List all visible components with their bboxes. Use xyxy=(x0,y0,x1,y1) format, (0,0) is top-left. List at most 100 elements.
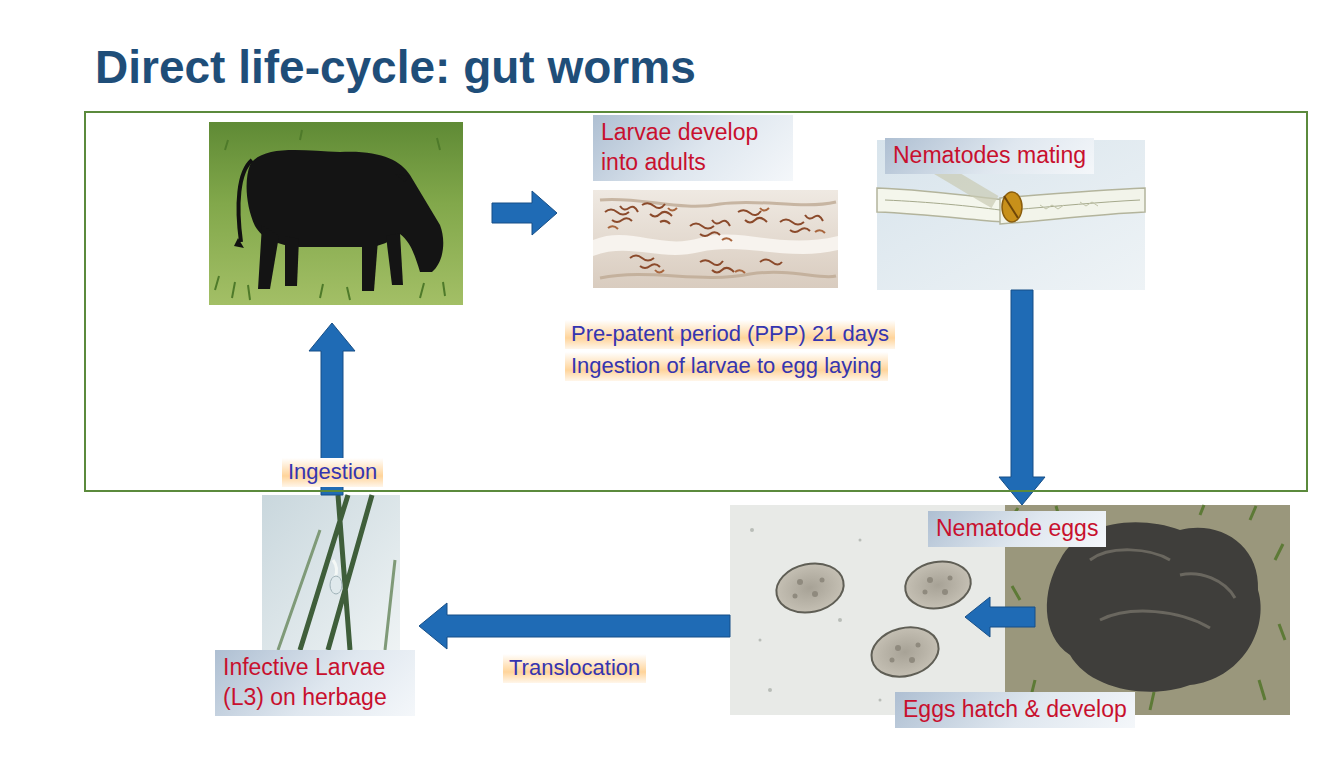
gut-worms-photo xyxy=(760,208,769,211)
gut-worms-photo xyxy=(700,260,723,265)
gut-worms-photo xyxy=(608,208,825,273)
eggs-micrograph xyxy=(895,645,901,651)
gut-worms-photo xyxy=(605,203,823,272)
gut-worms-photo xyxy=(805,215,823,221)
gut-worms-photo xyxy=(650,212,672,217)
eggs-micrograph xyxy=(812,591,818,597)
edge-label: Ingestion xyxy=(282,458,383,487)
gut-worms-photo xyxy=(722,238,732,241)
eggs-micrograph xyxy=(879,699,882,702)
gut-worms-photo xyxy=(790,228,810,232)
gut-worms-photo xyxy=(612,218,632,222)
gut-worms-photo xyxy=(735,270,745,273)
dung-to-eggs-arrow xyxy=(965,597,1035,637)
gut-worms-photo xyxy=(690,224,714,229)
mating-worms-photo xyxy=(1002,192,1022,222)
cow-photo xyxy=(215,130,445,300)
cow-photo xyxy=(247,150,444,272)
cow-photo xyxy=(234,238,244,248)
larvae-on-grass-photo xyxy=(300,495,372,650)
period-note: Pre-patent period (PPP) 21 days xyxy=(565,320,895,349)
stage-box: Infective Larvae (L3) on herbage xyxy=(215,495,419,722)
cow-photo xyxy=(362,240,378,291)
larvae-on-grass-photo xyxy=(330,576,342,594)
period-note: Ingestion of larvae to egg laying xyxy=(565,352,888,381)
larvae-on-grass-photo xyxy=(262,495,400,650)
gut-worms-photo xyxy=(712,268,734,273)
cow-photo xyxy=(386,233,403,285)
eggs-micrograph xyxy=(909,657,915,663)
gut-worms-photo xyxy=(712,220,730,226)
gut-worms-photo xyxy=(760,260,782,265)
eggs-micrograph xyxy=(750,528,992,702)
stage-label: Nematode eggs xyxy=(928,511,1106,547)
stage-box: Larvae develop into adults xyxy=(593,115,838,288)
eggs-micrograph xyxy=(923,590,928,595)
gut-worms-photo xyxy=(593,190,838,288)
gut-worms-photo xyxy=(700,232,720,236)
gut-worms-photo xyxy=(640,264,660,268)
eggs-micrograph xyxy=(948,576,953,581)
gut-worms-photo xyxy=(620,206,638,212)
cow-photo xyxy=(395,174,409,182)
eggs-micrograph xyxy=(793,594,798,599)
larvae-on-grass-photo xyxy=(278,530,395,650)
eggs-micrograph xyxy=(750,528,754,532)
eggs-micrograph xyxy=(902,557,975,614)
eggs-micrograph xyxy=(927,577,933,583)
eggs-micrograph xyxy=(866,620,944,683)
eggs-micrograph xyxy=(759,639,762,642)
cycle-arrow xyxy=(999,290,1045,505)
stage-box: Nematodes mating xyxy=(877,138,1145,290)
eggs-micrograph xyxy=(916,643,921,648)
gut-worms-photo xyxy=(608,226,618,229)
cow-photo xyxy=(258,225,279,289)
eggs-micrograph xyxy=(942,589,948,595)
eggs-micrograph xyxy=(772,557,975,684)
gut-worms-photo xyxy=(655,270,664,273)
gut-worms-photo xyxy=(745,218,767,223)
gut-worms-photo xyxy=(630,256,654,261)
eggs-micrograph xyxy=(793,576,953,664)
stage-label: Nematodes mating xyxy=(885,138,1094,174)
gut-worms-photo xyxy=(668,208,677,211)
gut-worms-photo xyxy=(738,210,761,215)
stage-label: Larvae develop into adults xyxy=(593,115,793,181)
eggs-micrograph xyxy=(890,658,895,663)
larvae-on-grass-photo xyxy=(262,495,400,650)
cycle-arrow xyxy=(419,603,730,649)
eggs-micrograph xyxy=(768,688,772,692)
slide-title: Direct life-cycle: gut worms xyxy=(95,40,696,95)
mating-worms-photo xyxy=(1004,196,1018,218)
gut-worms-photo xyxy=(600,199,836,206)
cow-photo xyxy=(209,122,463,305)
stage-box: Nematode eggsEggs hatch & develop xyxy=(730,505,1290,735)
gut-worms-photo xyxy=(642,203,665,208)
dung-photo xyxy=(1090,550,1235,628)
gut-worms-photo xyxy=(593,235,838,256)
gut-worms-photo xyxy=(660,221,670,224)
dung-photo xyxy=(1047,522,1261,692)
cow-photo xyxy=(209,122,463,305)
mating-worms-photo xyxy=(1040,202,1098,209)
edge-label: Translocation xyxy=(503,654,646,683)
stage-label: Infective Larvae (L3) on herbage xyxy=(215,650,415,716)
gut-worms-photo xyxy=(593,190,838,288)
lifecycle-frame: Pre-patent period (PPP) 21 daysIngestion… xyxy=(84,111,1308,492)
eggs-micrograph xyxy=(772,557,848,618)
cow-photo xyxy=(285,236,299,286)
dung-to-eggs-arrow xyxy=(965,597,1035,637)
stage-label: Eggs hatch & develop xyxy=(895,692,1135,728)
cow-to-gut-arrow xyxy=(492,191,557,235)
gut-worms-photo xyxy=(780,220,804,225)
eggs-micrograph xyxy=(859,539,862,542)
eggs-micrograph xyxy=(820,578,825,583)
gut-worms-photo xyxy=(815,230,825,233)
eggs-micrograph xyxy=(838,618,842,622)
mating-worms-photo xyxy=(1000,188,1145,224)
eggs-micrograph xyxy=(797,579,803,585)
cow-to-gut-arrow xyxy=(492,191,557,235)
